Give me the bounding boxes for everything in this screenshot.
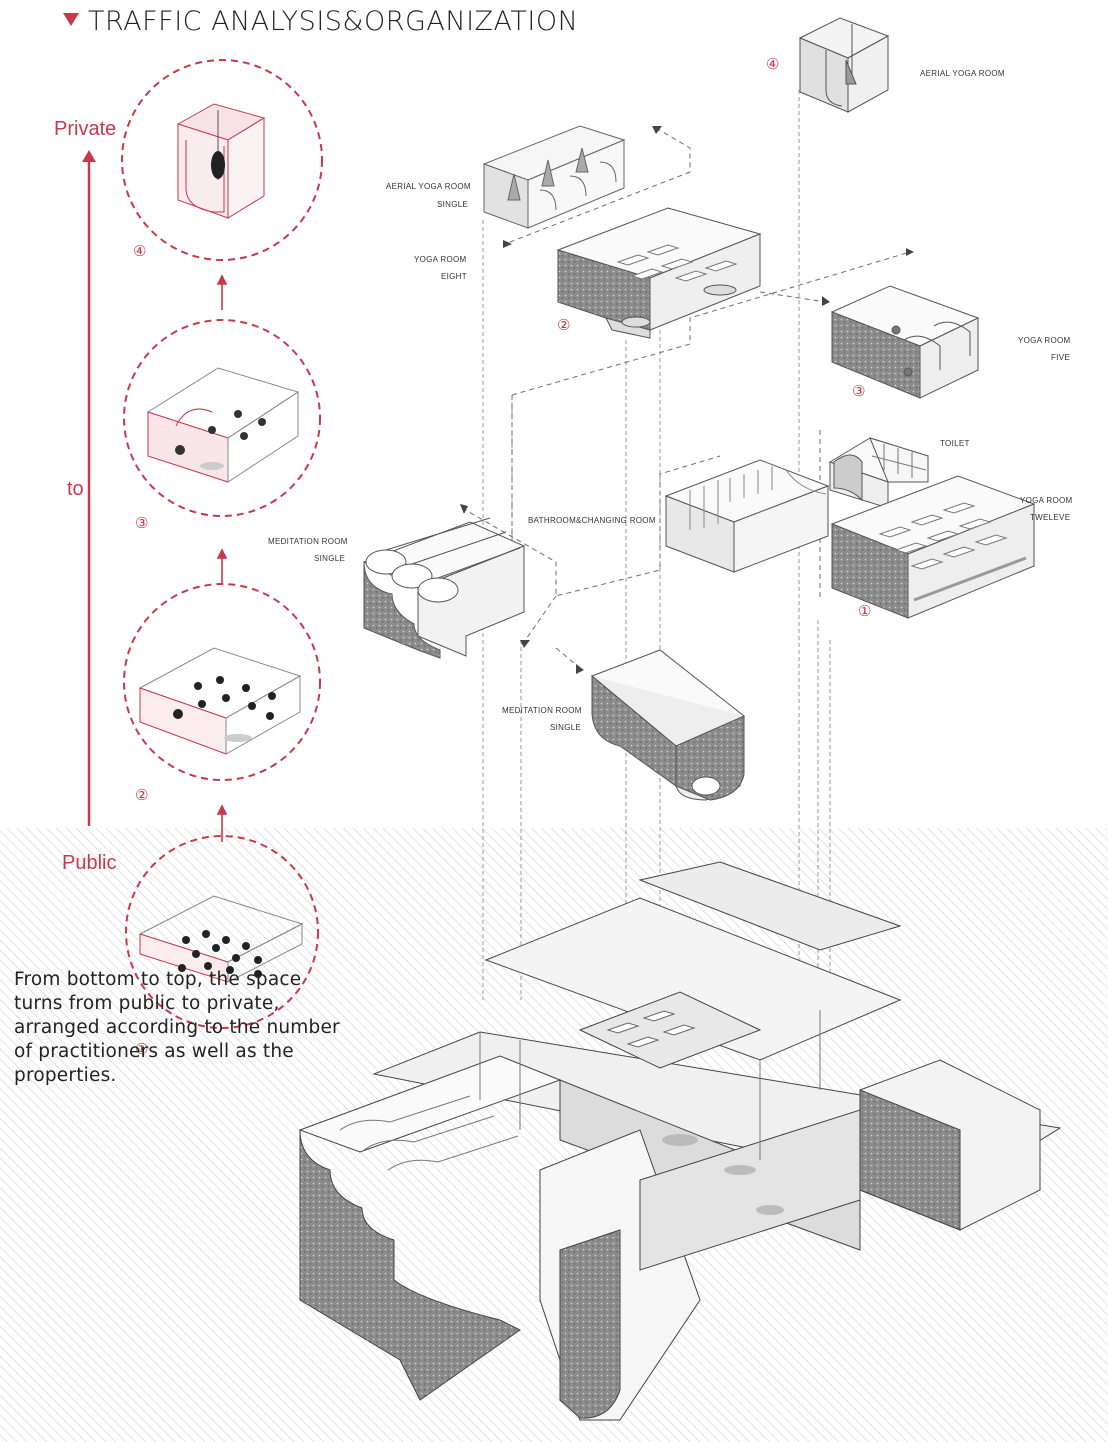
bathroom-changing — [664, 459, 830, 573]
circle1-box — [138, 895, 304, 983]
meditation-pods — [362, 517, 526, 659]
circle3-box — [146, 367, 300, 483]
toilet-label: TOILET — [940, 439, 970, 448]
yoga-twelve-number: ① — [858, 602, 872, 620]
circle-number-3: ③ — [135, 514, 149, 532]
aerial-single-label: AERIAL YOGA ROOM — [386, 182, 471, 191]
meditation-2-label: MEDITATION ROOM — [502, 706, 582, 715]
aerial-top-number: ④ — [766, 55, 780, 73]
axis-label-private: Private — [54, 118, 117, 140]
axis-label-to: to — [67, 478, 84, 500]
dashed-circles — [121, 59, 323, 1029]
main-building — [298, 861, 1062, 1421]
yoga-room-twelve — [830, 475, 1036, 619]
meditation-1-sub: SINGLE — [314, 554, 346, 563]
aerial-single-sub: SINGLE — [437, 200, 469, 209]
description-text: From bottom to top, the space turns from… — [14, 969, 340, 1086]
title-marker-icon — [63, 13, 79, 26]
meditation-tall-pod — [591, 649, 745, 801]
circle-connectors — [216, 274, 228, 842]
page-title: TRAFFIC ANALYSIS&ORGANIZATION — [88, 6, 579, 37]
aerial-yoga-top — [798, 17, 890, 113]
yoga-twelve-label: YOGA ROOM — [1020, 496, 1073, 505]
meditation-1-label: MEDITATION ROOM — [268, 537, 348, 546]
yoga-room-eight — [556, 207, 762, 339]
aerial-yoga-single — [482, 125, 626, 229]
yoga-twelve-sub: TWELEVE — [1030, 513, 1071, 522]
yoga-eight-label: YOGA ROOM — [414, 255, 467, 264]
aerial-top-label: AERIAL YOGA ROOM — [920, 69, 1005, 78]
toilet-block — [828, 437, 930, 509]
circle4-box — [176, 103, 266, 219]
yoga-eight-number: ② — [557, 316, 571, 334]
circle-number-2: ② — [135, 786, 149, 804]
arrow-heads — [460, 126, 914, 674]
circle2-box — [138, 647, 302, 755]
meditation-2-sub: SINGLE — [550, 723, 582, 732]
axis-label-public: Public — [62, 852, 117, 874]
yoga-five-label: YOGA ROOM — [1018, 336, 1071, 345]
yoga-room-five — [830, 285, 980, 399]
circle-number-4: ④ — [133, 242, 147, 260]
axis-arrow-head — [82, 150, 96, 162]
yoga-eight-sub: EIGHT — [441, 272, 467, 281]
yoga-five-number: ③ — [852, 382, 866, 400]
bathroom-label: BATHROOM&CHANGING ROOM — [528, 516, 656, 525]
yoga-five-sub: FIVE — [1051, 353, 1070, 362]
circle-number-1: ① — [135, 1040, 149, 1058]
